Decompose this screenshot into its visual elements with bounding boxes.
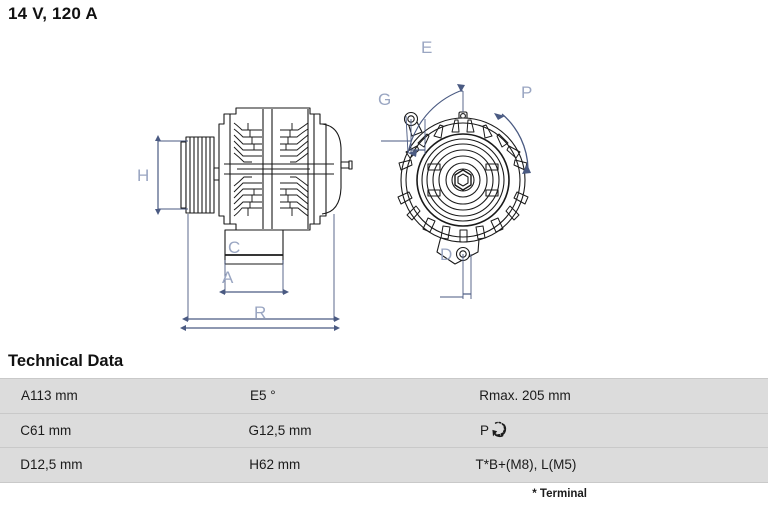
data-key-h: H bbox=[230, 447, 259, 483]
data-value-c: 61 mm bbox=[30, 412, 230, 448]
data-value-r: max. 205 mm bbox=[489, 378, 768, 414]
alternator-side-view-body bbox=[180, 107, 353, 265]
dimension-label-R: R bbox=[254, 303, 266, 322]
alternator-front-view-body bbox=[397, 111, 529, 265]
data-value-p bbox=[489, 412, 768, 448]
terminal-footnote: * Terminal bbox=[532, 487, 587, 500]
dimension-label-D: D bbox=[440, 245, 452, 264]
data-key-e: E bbox=[230, 378, 259, 414]
data-value-g: 12,5 mm bbox=[259, 412, 459, 448]
page-title: 14 V, 120 A bbox=[8, 4, 98, 23]
data-key-a: A bbox=[0, 378, 30, 414]
data-key-r: R bbox=[459, 378, 489, 414]
table-row: D 12,5 mm H 62 mm T* B+(M8), L(M5) bbox=[0, 447, 768, 483]
dimension-label-E: E bbox=[421, 38, 432, 57]
counter-clockwise-rotation-icon bbox=[489, 419, 509, 442]
dimension-label-C: C bbox=[228, 238, 240, 257]
data-key-d: D bbox=[0, 447, 30, 483]
data-key-p: P bbox=[459, 412, 489, 448]
dimension-label-G: G bbox=[378, 90, 391, 109]
data-value-a: 113 mm bbox=[30, 378, 230, 414]
data-key-g: G bbox=[230, 412, 259, 448]
dimension-label-A: A bbox=[222, 268, 234, 287]
data-value-h: 62 mm bbox=[259, 447, 459, 483]
data-key-t: T* bbox=[459, 447, 489, 483]
data-key-c: C bbox=[0, 412, 30, 448]
dimension-label-P: P bbox=[521, 83, 532, 102]
dimension-label-H: H bbox=[137, 166, 149, 185]
technical-data-heading: Technical Data bbox=[8, 352, 124, 370]
technical-drawing: H C A R E G P D bbox=[0, 28, 768, 348]
table-row: C 61 mm G 12,5 mm P bbox=[0, 412, 768, 448]
data-value-e: 5 ° bbox=[259, 378, 459, 414]
data-value-t: B+(M8), L(M5) bbox=[489, 447, 768, 483]
technical-data-section: Technical Data A 113 mm E 5 ° R max. 205… bbox=[0, 352, 768, 500]
table-row: A 113 mm E 5 ° R max. 205 mm bbox=[0, 378, 768, 414]
data-value-d: 12,5 mm bbox=[30, 447, 230, 483]
technical-data-table: A 113 mm E 5 ° R max. 205 mm C 61 mm G 1… bbox=[0, 378, 768, 483]
